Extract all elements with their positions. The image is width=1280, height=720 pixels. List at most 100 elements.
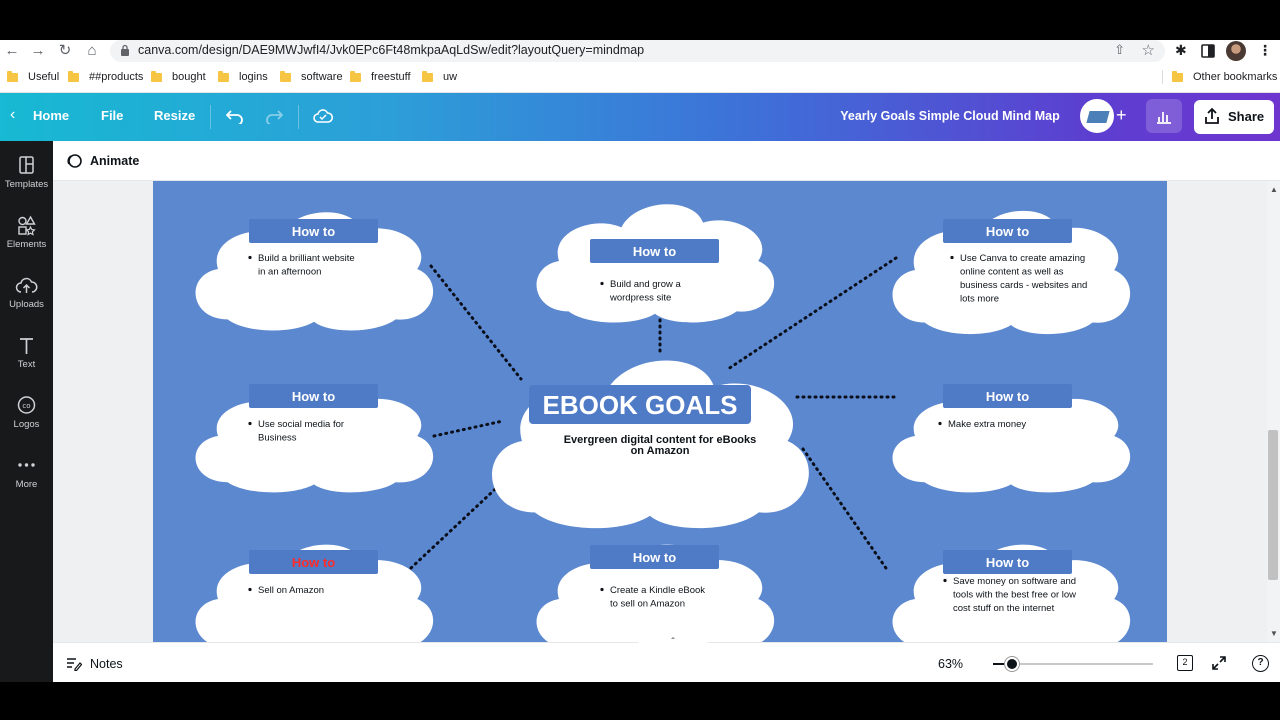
bookmark-star-icon[interactable]: ☆ <box>1141 42 1155 59</box>
chevron-up-icon: ˆ <box>671 637 675 648</box>
center-title-box <box>529 385 751 424</box>
url-text[interactable]: canva.com/design/DAE9MWJwfI4/Jvk0EPc6Ft4… <box>138 43 645 57</box>
folder-icon <box>7 70 18 82</box>
chrome-menu-icon[interactable]: ⋮ <box>1258 42 1272 58</box>
insights-button[interactable] <box>1146 99 1182 133</box>
bookmark-folder[interactable]: software <box>280 68 343 86</box>
editor-header: ‹ Home File Resize Yearly Goals Simple C… <box>0 93 1280 141</box>
bullet-dot <box>950 255 954 260</box>
design-title[interactable]: Yearly Goals Simple Cloud Mind Map <box>840 109 1060 123</box>
file-menu-button[interactable]: File <box>101 108 124 123</box>
heading-box <box>590 239 719 263</box>
cloud-bullet-text: Create a Kindle eBook <box>610 585 705 596</box>
notes-button[interactable]: Notes <box>90 657 123 671</box>
omnibox[interactable]: canva.com/design/DAE9MWJwfI4/Jvk0EPc6Ft4… <box>110 40 1165 62</box>
bookmark-folder[interactable]: freestuff <box>350 68 411 86</box>
bookmark-folder[interactable]: uw <box>422 68 457 86</box>
cloud-bullet-text: Use Canva to create amazing <box>960 253 1085 264</box>
help-icon[interactable]: ? <box>1252 655 1269 672</box>
zoom-percentage[interactable]: 63% <box>938 657 964 671</box>
sidebar-item-uploads[interactable]: Uploads <box>0 275 53 329</box>
cloud-bullet-text: Build and grow a <box>610 279 681 290</box>
bookmark-folder[interactable]: Useful <box>7 68 59 86</box>
fullscreen-icon[interactable] <box>1211 655 1227 671</box>
home-icon[interactable]: ⌂ <box>87 42 97 59</box>
chevron-left-icon[interactable]: ‹ <box>10 106 16 123</box>
add-member-icon[interactable]: + <box>1116 105 1127 125</box>
share-icon <box>1205 107 1219 124</box>
redo-icon[interactable] <box>265 108 283 124</box>
cloud-shape <box>892 383 1131 493</box>
back-arrow-icon[interactable]: ← <box>4 42 20 59</box>
undo-icon[interactable] <box>226 108 244 124</box>
sidebar-item-templates[interactable]: Templates <box>0 155 53 209</box>
more-icon <box>18 463 35 467</box>
editor-sidebar: Templates Elements Uploads Text co Logos… <box>0 141 53 682</box>
extensions-icon[interactable]: ✱ <box>1175 42 1187 58</box>
sidebar-item-more[interactable]: More <box>0 455 53 509</box>
sidebar-item-elements[interactable]: Elements <box>0 215 53 269</box>
heading-box <box>943 384 1072 408</box>
sidebar-item-text[interactable]: Text <box>0 335 53 389</box>
text-icon <box>20 338 33 354</box>
share-button[interactable]: Share <box>1194 100 1274 134</box>
bullet-dot <box>248 587 252 592</box>
notes-icon[interactable] <box>66 657 82 671</box>
animate-button[interactable]: Animate <box>90 154 140 168</box>
dotted-connector <box>429 264 523 381</box>
zoom-slider-thumb[interactable] <box>1005 657 1020 671</box>
cloud-saved-icon[interactable] <box>313 108 333 124</box>
zoom-slider[interactable] <box>993 657 1153 671</box>
bookmark-folder[interactable]: logins <box>218 68 268 86</box>
forward-arrow-icon[interactable]: → <box>30 42 46 59</box>
share-page-icon[interactable]: ⇧ <box>1114 42 1125 57</box>
scrollbar-thumb[interactable] <box>1268 430 1278 580</box>
cloud-heading: How to <box>986 555 1029 570</box>
cloud-bullet-text: Business <box>258 433 297 444</box>
home-button[interactable]: Home <box>33 108 70 123</box>
profile-avatar[interactable] <box>1226 41 1246 61</box>
collapse-pages-button[interactable]: ˆ <box>638 637 708 651</box>
bar-chart-icon <box>1157 112 1171 124</box>
folder-icon <box>280 70 291 82</box>
cloud-bullet-text: Build a brilliant website <box>258 253 355 264</box>
side-panel-icon[interactable] <box>1201 44 1215 58</box>
heading-box <box>943 550 1072 574</box>
heading-box <box>249 219 378 243</box>
scroll-up-icon[interactable]: ▲ <box>1270 185 1278 194</box>
sidebar-item-logos[interactable]: co Logos <box>0 395 53 449</box>
scroll-down-icon[interactable]: ▼ <box>1270 629 1278 638</box>
cloud-bullet-text: tools with the best free or low <box>953 590 1076 601</box>
reload-icon[interactable]: ↻ <box>58 42 72 59</box>
page-count-button[interactable]: 2 <box>1177 655 1193 671</box>
divider <box>210 105 211 129</box>
svg-text:co: co <box>22 402 30 410</box>
bullet-dot <box>600 587 604 592</box>
context-toolbar: Animate <box>53 141 1280 181</box>
cloud-bullet-text: to sell on Amazon <box>610 599 685 610</box>
team-avatar[interactable] <box>1080 99 1114 133</box>
cloud-bullet-text: lots more <box>960 294 999 305</box>
other-bookmarks[interactable]: Other bookmarks <box>1172 68 1277 86</box>
folder-icon <box>1172 70 1183 82</box>
bookmark-folder[interactable]: ##products <box>68 68 143 86</box>
animate-icon[interactable] <box>65 152 83 170</box>
resize-button[interactable]: Resize <box>154 108 196 123</box>
editor-footer: Notes ˆ 63% 2 ? <box>53 637 1280 682</box>
bookmark-folder[interactable]: bought <box>151 68 206 86</box>
cloud-bullet-text: Sell on Amazon <box>258 585 324 596</box>
elements-icon <box>18 215 36 236</box>
cloud-heading: How to <box>292 224 335 239</box>
